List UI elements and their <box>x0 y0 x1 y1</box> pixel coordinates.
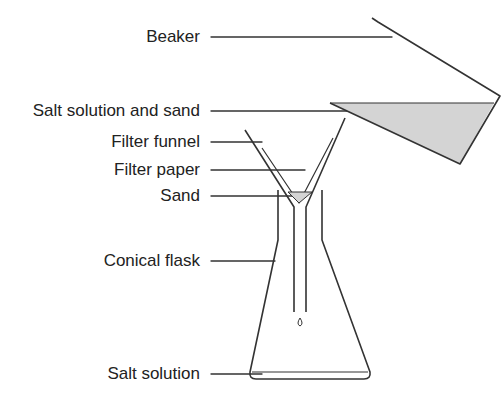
leader-line <box>211 169 305 170</box>
leader-line <box>211 141 262 142</box>
beaker-liquid <box>330 103 494 164</box>
leader-line <box>211 195 298 196</box>
conical-flask <box>250 190 370 379</box>
leader-line <box>211 36 392 37</box>
sand <box>288 192 312 203</box>
salt-solution-surface <box>252 371 368 372</box>
filter-paper <box>262 138 333 203</box>
liquid-surface <box>330 102 494 103</box>
leader-line <box>211 260 275 261</box>
part-label: Conical flask <box>104 251 200 271</box>
part-label: Filter paper <box>114 160 200 180</box>
part-label: Salt solution and sand <box>33 101 200 121</box>
part-label: Salt solution <box>107 364 200 384</box>
beaker <box>330 18 500 164</box>
part-label: Filter funnel <box>111 132 200 152</box>
part-label: Beaker <box>146 27 200 47</box>
part-label: Sand <box>160 186 200 206</box>
leader-line <box>211 373 262 374</box>
drop <box>298 318 302 326</box>
filter-funnel <box>245 118 345 312</box>
